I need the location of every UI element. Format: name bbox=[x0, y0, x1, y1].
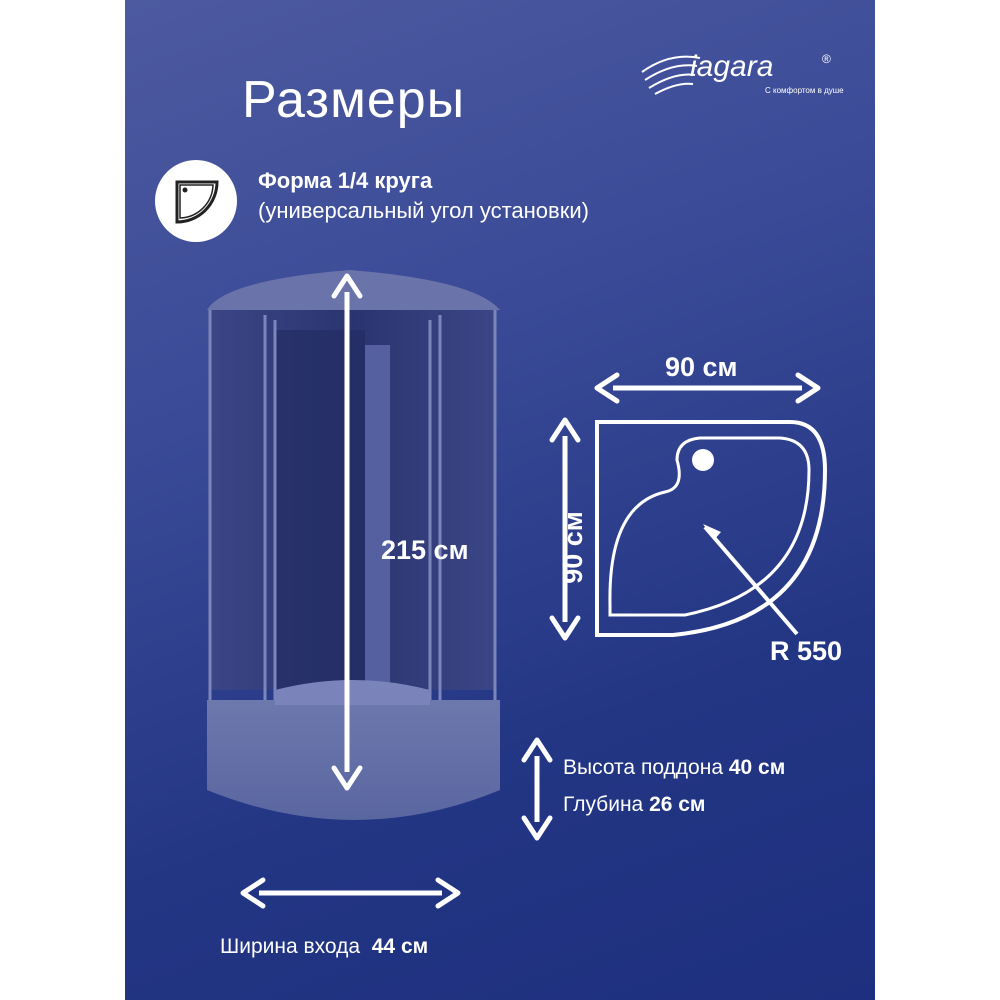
niagara-logo-icon bbox=[641, 55, 701, 95]
tray-depth-label: 90 см bbox=[557, 511, 588, 584]
shape-subtitle: (универсальный угол установки) bbox=[258, 198, 589, 223]
brand-registered-mark: ® bbox=[822, 52, 831, 66]
shower-cabin-illustration bbox=[207, 270, 500, 820]
shape-title: Форма 1/4 круга bbox=[258, 168, 433, 193]
page-title: Размеры bbox=[242, 71, 466, 129]
drain-hole-icon bbox=[692, 449, 714, 471]
radius-label: R 550 bbox=[770, 636, 843, 666]
shape-icon-badge bbox=[155, 160, 237, 242]
entry-width-text: Ширина входа 44 см bbox=[220, 935, 428, 959]
product-dimensions-card: iagara ® С комфортом в душе Размеры Форм… bbox=[125, 0, 875, 1000]
cabin-height-arrow bbox=[331, 273, 363, 791]
tray-outline bbox=[595, 420, 828, 637]
tray-width-arrow bbox=[594, 372, 821, 404]
brand-name: iagara bbox=[690, 50, 774, 83]
tray-depth-value: 26 см bbox=[649, 793, 706, 816]
dimension-arrows bbox=[240, 273, 821, 909]
tray-height-text: Высота поддона 40 см bbox=[563, 756, 785, 780]
tray-depth-label-text: Глубина bbox=[563, 793, 644, 816]
tray-depth-text: Глубина 26 см bbox=[563, 793, 705, 817]
tray-height-label: Высота поддона bbox=[563, 756, 724, 779]
tray-height-arrow bbox=[521, 737, 553, 841]
tray-depth-arrow bbox=[549, 417, 581, 641]
brand-tagline: С комфортом в душе bbox=[765, 86, 844, 95]
entry-width-arrow bbox=[240, 877, 461, 909]
entry-width-label: Ширина входа bbox=[220, 935, 361, 958]
tray-inner-outline bbox=[608, 436, 811, 617]
tray-plan-drawing bbox=[595, 420, 828, 637]
tray-height-value: 40 см bbox=[728, 756, 786, 779]
cabin-height-label: 215 см bbox=[381, 535, 469, 565]
entry-width-value: 44 см bbox=[371, 935, 429, 958]
tray-width-label: 90 см bbox=[665, 352, 738, 382]
quarter-circle-icon bbox=[175, 180, 219, 224]
